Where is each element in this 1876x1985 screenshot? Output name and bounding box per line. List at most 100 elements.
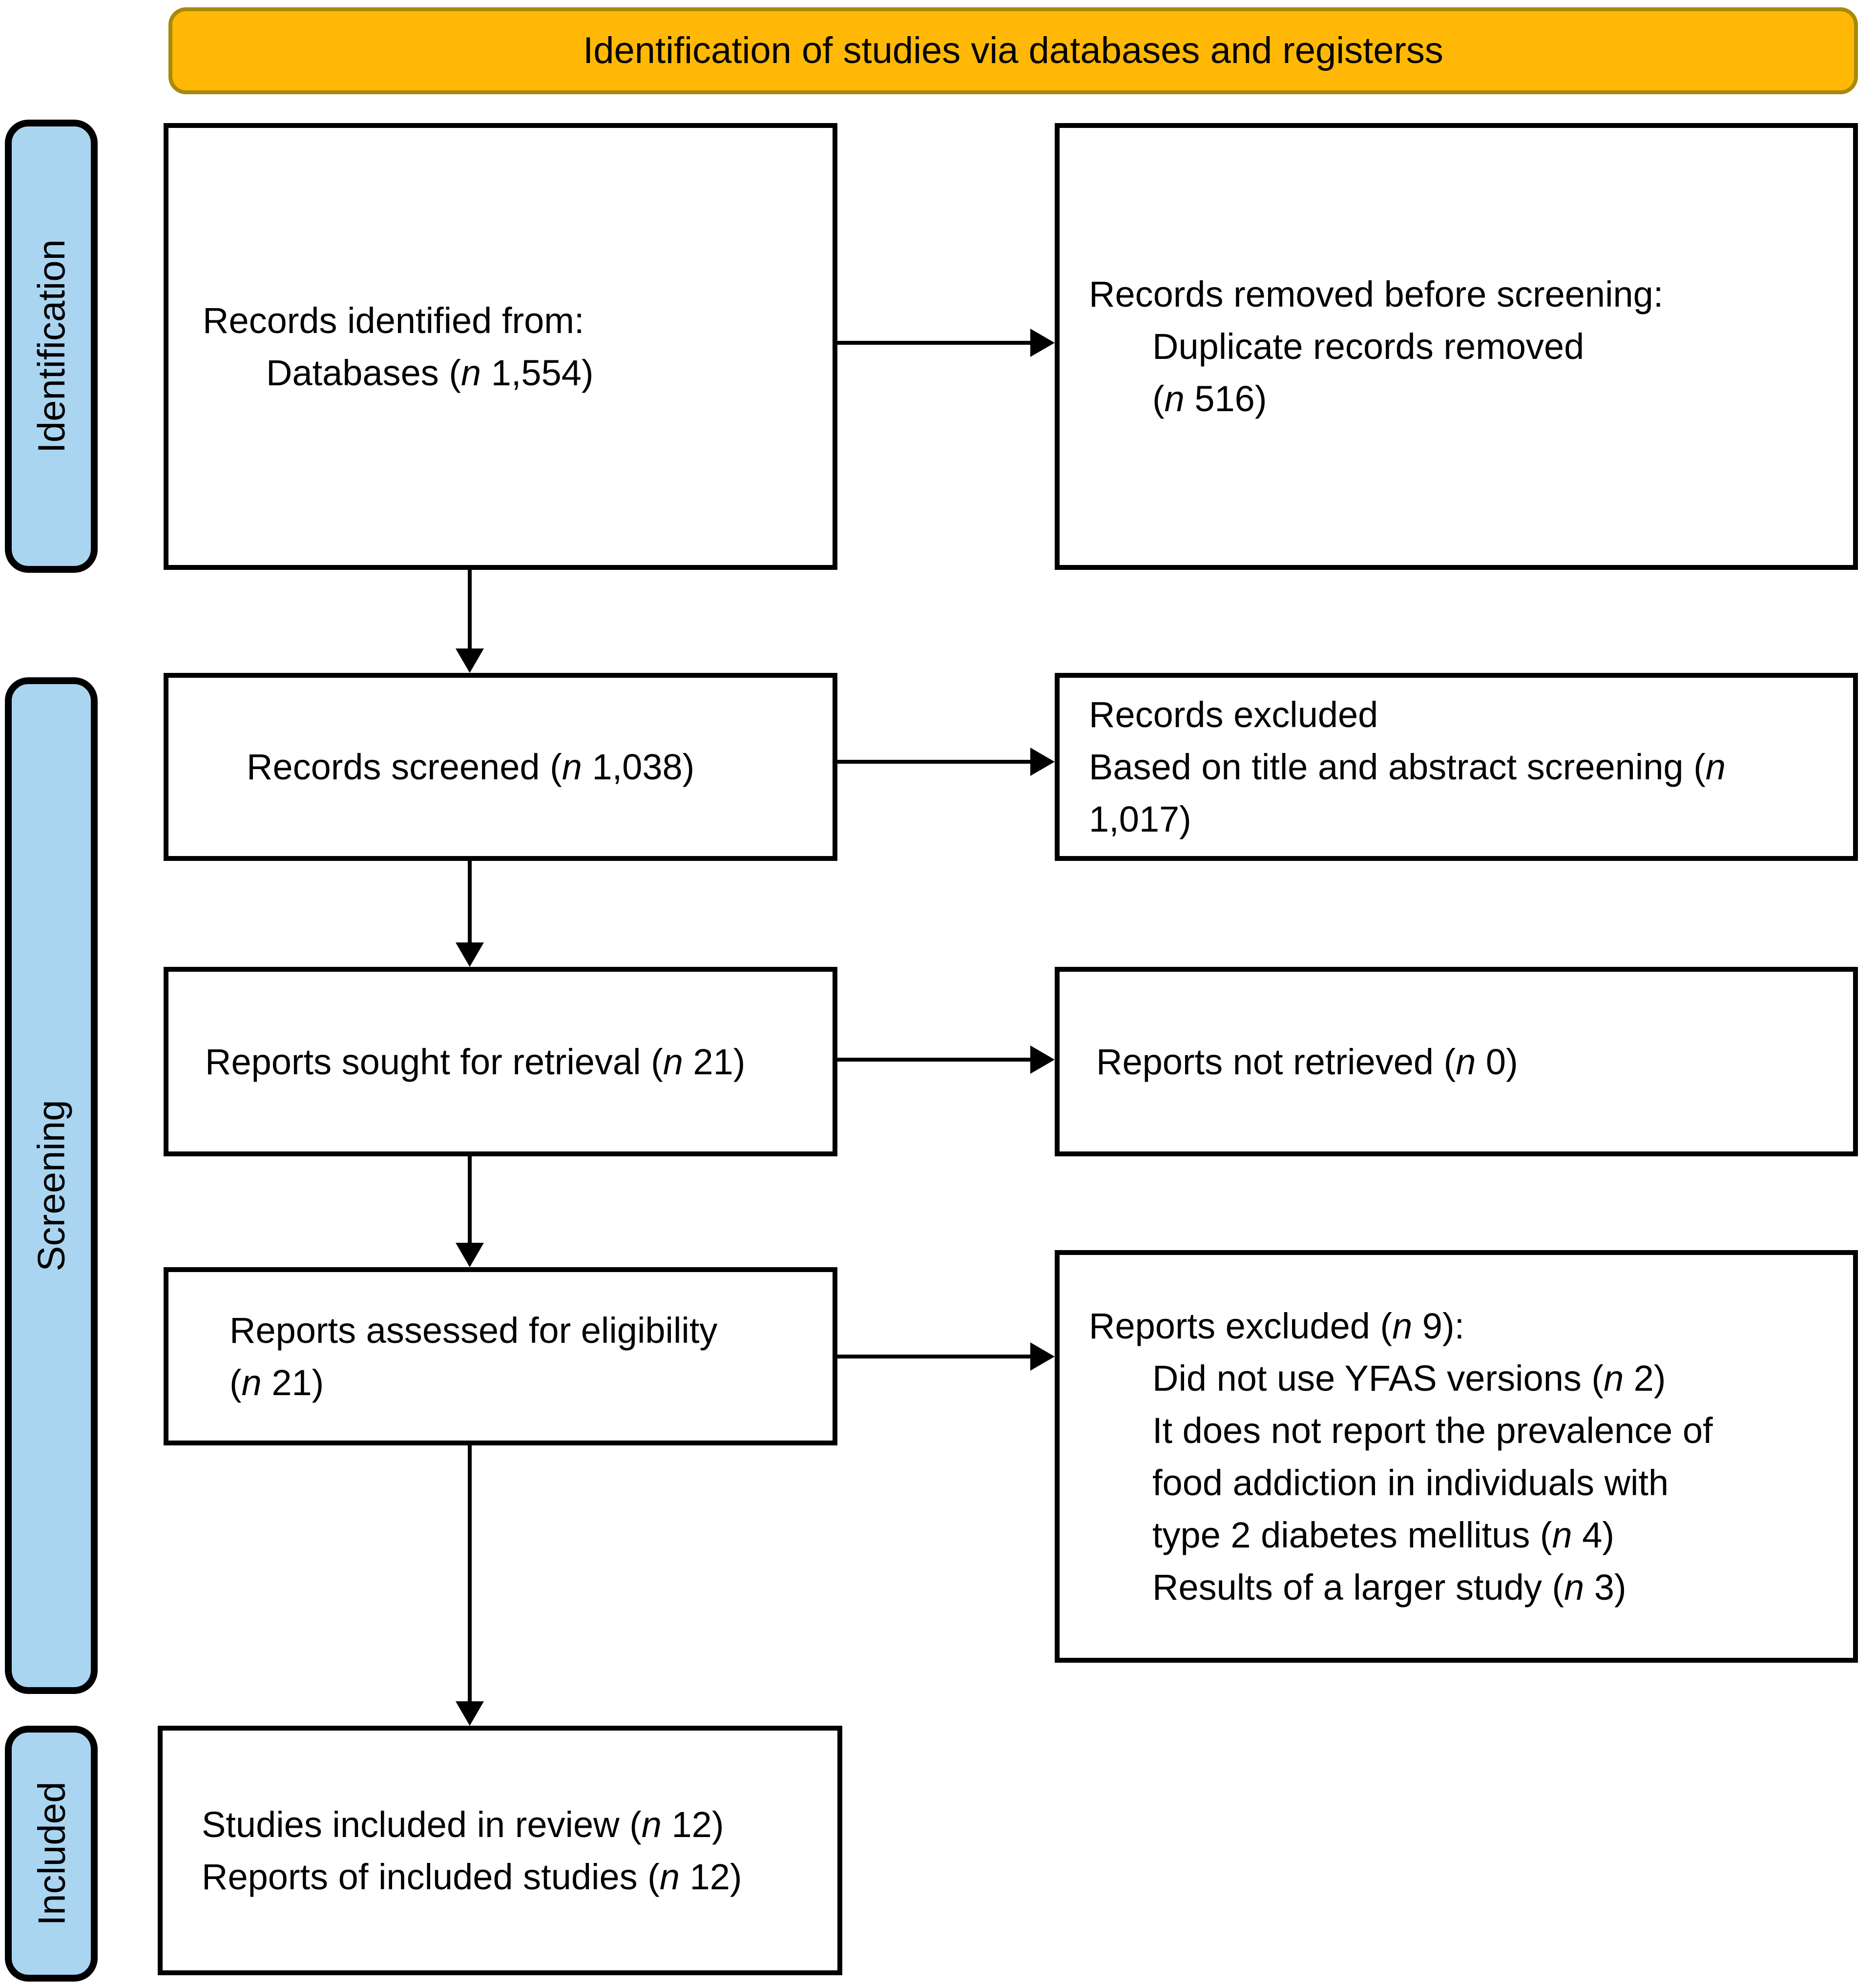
text-segment: food addiction in individuals with: [1152, 1462, 1669, 1503]
banner-identification-of-studies: Identification of studies via databases …: [168, 7, 1858, 94]
arrow-screened-to-excluded: [837, 748, 1055, 776]
flow-box-reports-not-retrieved: Reports not retrieved (n 0): [1055, 967, 1858, 1156]
box-text: Reports excluded (n 9):Did not use YFAS …: [1089, 1300, 1838, 1613]
text-segment: 3): [1584, 1567, 1626, 1608]
text-line: It does not report the prevalence of: [1089, 1404, 1838, 1457]
text-segment: n: [460, 352, 481, 393]
text-segment: Results of a larger study (: [1152, 1567, 1564, 1608]
box-text: Studies included in review (n 12)Reports…: [202, 1798, 823, 1903]
text-line: Reports excluded (n 9):: [1089, 1300, 1838, 1352]
flow-box-reports-excluded: Reports excluded (n 9):Did not use YFAS …: [1055, 1250, 1858, 1663]
stage-pill-screening: Screening: [5, 677, 98, 1694]
text-line: Studies included in review (n 12): [202, 1798, 823, 1851]
text-segment: n: [241, 1362, 262, 1403]
text-segment: Reports assessed for eligibility: [229, 1310, 718, 1351]
box-text: Records removed before screening: Duplica…: [1089, 268, 1838, 425]
text-segment: n: [1552, 1514, 1572, 1555]
arrow-down-icon: [456, 942, 484, 967]
arrow-right-icon: [1030, 1045, 1055, 1074]
text-segment: Did not use YFAS versions (: [1152, 1358, 1604, 1399]
arrow-stem: [837, 1058, 1033, 1062]
box-text: Records identified from: Databases (n 1,5…: [203, 294, 818, 399]
arrow-screened-to-sought: [456, 861, 484, 967]
text-segment: It does not report the prevalence of: [1152, 1410, 1713, 1451]
text-line: Reports of included studies (n 12): [202, 1851, 823, 1903]
arrow-stem: [837, 1355, 1033, 1358]
box-text: Reports not retrieved (n 0): [1096, 1036, 1838, 1088]
arrow-sought-to-assessed: [456, 1156, 484, 1267]
text-segment: Records screened (: [247, 747, 562, 787]
text-segment: 1,554): [481, 352, 594, 393]
box-text: Records screened (n 1,038): [247, 741, 818, 793]
text-segment: 12): [679, 1856, 742, 1897]
text-segment: 21): [683, 1041, 746, 1082]
arrow-stem: [837, 760, 1033, 764]
text-segment: n: [562, 747, 582, 787]
flow-box-reports-assessed: Reports assessed for eligibility (n 21): [164, 1267, 837, 1445]
text-line: Based on title and abstract screening (n: [1089, 741, 1838, 793]
text-line: Reports sought for retrieval (n 21): [205, 1036, 818, 1088]
text-segment: Records excluded: [1089, 694, 1378, 735]
arrow-stem: [468, 1445, 472, 1704]
stage-label-identification: Identification: [30, 239, 73, 453]
box-text: Reports assessed for eligibility (n 21): [229, 1304, 818, 1409]
stage-label-screening: Screening: [30, 1100, 73, 1272]
arrow-right-icon: [1030, 1342, 1055, 1371]
arrow-identified-to-removed: [837, 329, 1055, 357]
text-line: Records removed before screening:: [1089, 268, 1838, 320]
text-segment: Reports not retrieved (: [1096, 1041, 1456, 1082]
text-segment: n: [1604, 1358, 1624, 1399]
text-segment: Records identified from:: [203, 300, 584, 341]
banner-title: Identification of studies via databases …: [583, 30, 1443, 71]
text-line: Did not use YFAS versions (n 2): [1089, 1352, 1838, 1404]
text-segment: 9):: [1412, 1305, 1465, 1346]
arrow-stem: [468, 861, 472, 945]
arrow-down-icon: [456, 1701, 484, 1726]
text-segment: n: [663, 1041, 683, 1082]
text-segment: Duplicate records removed: [1152, 326, 1584, 367]
text-segment: 2): [1624, 1358, 1666, 1399]
stage-label-included: Included: [30, 1781, 73, 1926]
text-line: Records identified from:: [203, 294, 818, 347]
text-segment: 21): [261, 1362, 324, 1403]
text-segment: Reports excluded (: [1089, 1305, 1393, 1346]
text-segment: n: [1456, 1041, 1476, 1082]
arrow-right-icon: [1030, 329, 1055, 357]
text-segment: Reports of included studies (: [202, 1856, 660, 1897]
arrow-assessed-to-included: [456, 1445, 484, 1726]
arrow-stem: [468, 570, 472, 651]
stage-pill-included: Included: [5, 1726, 98, 1982]
text-line: food addiction in individuals with: [1089, 1457, 1838, 1509]
text-segment: type 2 diabetes mellitus (: [1152, 1514, 1552, 1555]
text-line: Reports assessed for eligibility: [229, 1304, 818, 1357]
text-segment: n: [1564, 1567, 1584, 1608]
text-segment: 516): [1184, 378, 1267, 419]
text-segment: n: [659, 1856, 680, 1897]
text-segment: 0): [1476, 1041, 1518, 1082]
arrow-identified-to-screened: [456, 570, 484, 673]
flow-box-records-identified: Records identified from: Databases (n 1,5…: [164, 123, 837, 570]
text-segment: Studies included in review (: [202, 1804, 642, 1845]
text-line: Reports not retrieved (n 0): [1096, 1036, 1838, 1088]
arrow-down-icon: [456, 648, 484, 673]
arrow-down-icon: [456, 1243, 484, 1267]
text-line: Results of a larger study (n 3): [1089, 1561, 1838, 1613]
text-line: (n 21): [229, 1357, 818, 1409]
text-line: Duplicate records removed: [1089, 320, 1838, 373]
arrow-sought-to-not-retrieved: [837, 1045, 1055, 1074]
text-line: type 2 diabetes mellitus (n 4): [1089, 1509, 1838, 1561]
box-text: Reports sought for retrieval (n 21): [205, 1036, 818, 1088]
text-line: Records screened (n 1,038): [247, 741, 818, 793]
text-line: Databases (n 1,554): [203, 347, 818, 399]
flow-box-studies-included: Studies included in review (n 12)Reports…: [158, 1726, 842, 1975]
arrow-assessed-to-excluded: [837, 1342, 1055, 1371]
text-segment: n: [1392, 1305, 1413, 1346]
flow-box-reports-sought: Reports sought for retrieval (n 21): [164, 967, 837, 1156]
text-segment: (: [229, 1362, 242, 1403]
text-segment: Databases (: [266, 352, 461, 393]
arrow-stem: [468, 1156, 472, 1246]
text-segment: Records removed before screening:: [1089, 274, 1664, 314]
text-segment: 12): [661, 1804, 724, 1845]
